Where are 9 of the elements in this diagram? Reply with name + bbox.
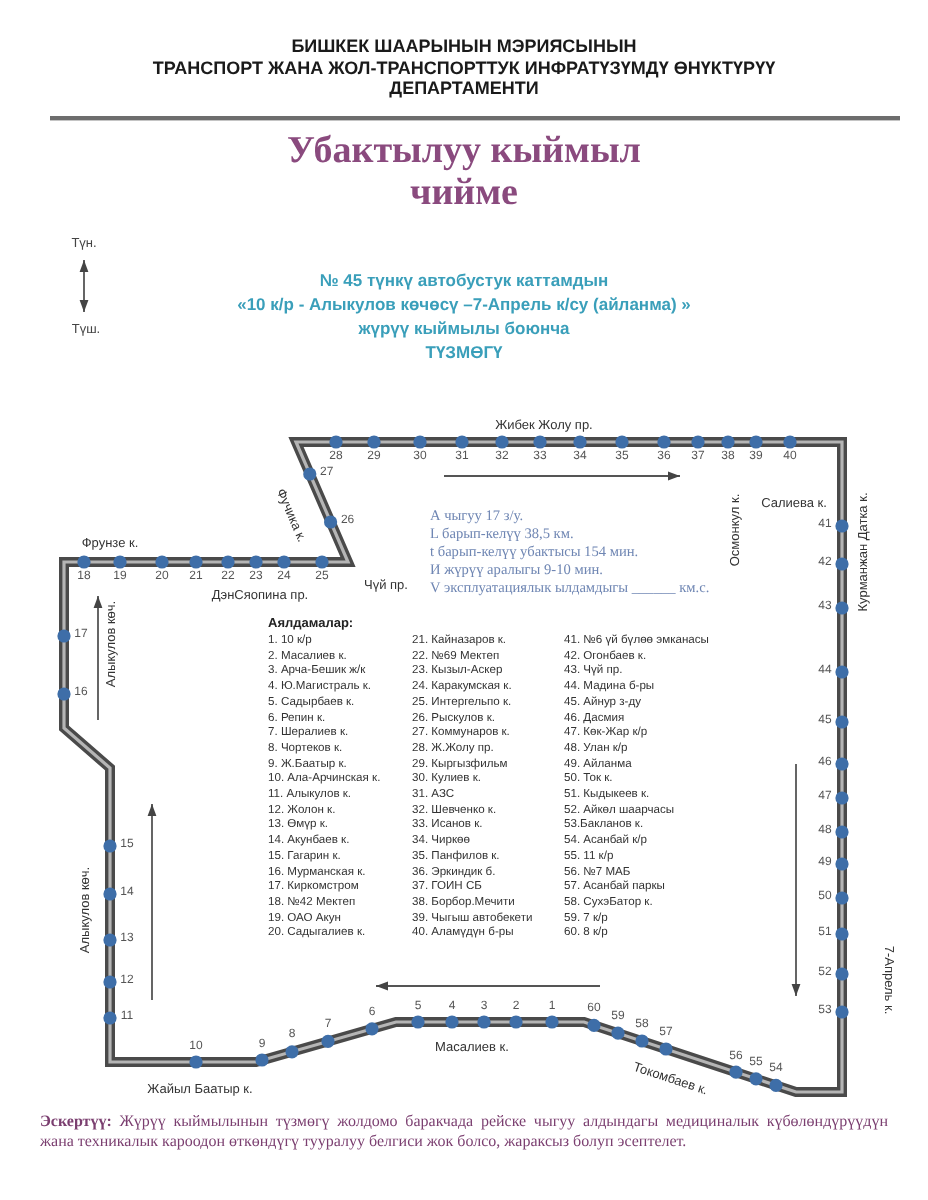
footnote-text: Эскертүү: Жүрүү кыймылынын түзмөгү жолдомо баракчада рейске чыгуу алдындагы медициналык күбөлөндүрүүдүн жана техникалык кароодон өткөндүгү тууралуу белгиси жок болсо, жараксыз болуп эсептелет.: [40, 1112, 888, 1152]
header-text: ДЕПАРТАМЕНТИ: [389, 77, 539, 99]
header-text: ТРАНСПОРТ ЖАНА ЖОЛ-ТРАНСПОРТТУК ИНФРАТҮЗҮМДҮ ӨНҮКТҮРҮҮ: [152, 56, 776, 78]
title-heading: Убактылуу кыймыл чийме: [285, 130, 643, 216]
header-text: БИШКЕК ШААРЫНЫН МЭРИЯСЫНЫН: [291, 35, 637, 57]
subtitle-text: № 45 түнкү автобустук каттамдын: [319, 272, 609, 292]
subtitle-text: ТҮЗМӨГҮ: [425, 344, 503, 364]
subtitle-text: «10 к/р - Алыкулов көчөсү –7-Апрель к/су (айланма) »: [237, 296, 691, 316]
subtitle-text: жүрүү кыймылы боюнча: [358, 320, 570, 340]
